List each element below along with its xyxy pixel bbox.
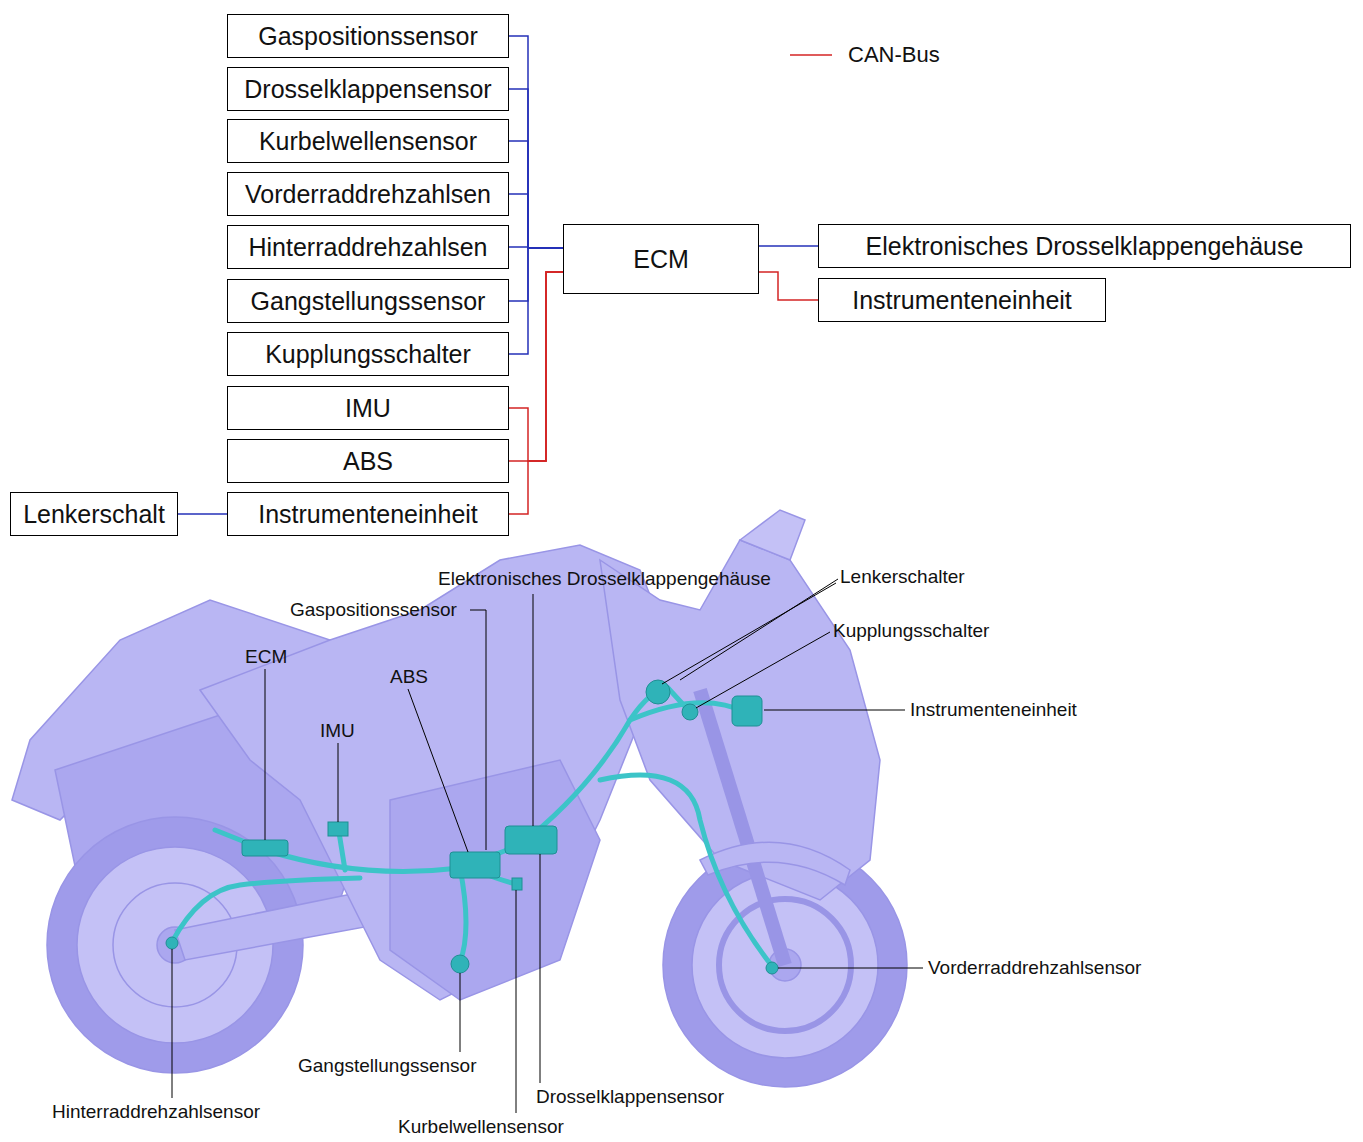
- leader-line: [516, 890, 517, 1113]
- component-box: Drosselklappensensor: [227, 67, 509, 111]
- component-box: ECM: [563, 224, 759, 294]
- part-label: Gangstellungssensor: [298, 1055, 477, 1077]
- rear-speed-sensor: [166, 937, 178, 949]
- box-label: Kupplungsschalter: [265, 339, 471, 369]
- leader-line: [172, 949, 173, 1098]
- box-label: Kurbelwellensensor: [259, 126, 477, 156]
- leader-line: [533, 594, 534, 826]
- imu-unit: [328, 822, 348, 836]
- signal-line: [509, 248, 563, 354]
- component-box: Instrumenteneinheit: [818, 278, 1106, 322]
- front-fender: [700, 842, 850, 885]
- part-label: Kurbelwellensensor: [398, 1116, 564, 1138]
- leader-line: [265, 669, 266, 840]
- box-label: Vorderraddrehzahlsen: [245, 179, 491, 209]
- harness-front-sensor: [600, 775, 772, 966]
- leader-lines: [172, 579, 923, 1113]
- part-label: Elektronisches Drosselklappengehäuse: [438, 568, 771, 590]
- signal-line: [509, 36, 563, 248]
- box-label: Elektronisches Drosselklappengehäuse: [866, 231, 1304, 261]
- part-label: Hinterraddrehzahlsensor: [52, 1101, 260, 1123]
- instrument-unit: [732, 696, 762, 726]
- part-label: IMU: [320, 720, 355, 742]
- leader-line: [764, 710, 905, 711]
- component-box: Hinterraddrehzahlsen: [227, 225, 509, 269]
- leader-line: [696, 632, 830, 708]
- leader-line: [338, 743, 339, 822]
- clutch-switch: [682, 704, 698, 720]
- signal-line: [178, 513, 227, 515]
- part-label: Kupplungsschalter: [833, 620, 989, 642]
- signal-line: [509, 89, 563, 248]
- leader-line: [408, 689, 468, 852]
- signal-line: [509, 194, 563, 248]
- leader-line: [680, 579, 838, 680]
- signal-line: [509, 141, 563, 248]
- box-label: Lenkerschalt: [23, 499, 165, 529]
- components: [166, 680, 778, 974]
- component-box: Gangstellungssensor: [227, 279, 509, 323]
- leader-line: [470, 610, 486, 850]
- signal-line: [509, 248, 563, 301]
- box-label: ABS: [343, 446, 393, 476]
- can-bus-line: [509, 272, 563, 514]
- signal-line: [759, 245, 818, 247]
- component-box: Kupplungsschalter: [227, 332, 509, 376]
- gear-sensor: [451, 955, 469, 973]
- crank-sensor: [512, 878, 522, 890]
- leader-line: [460, 973, 461, 1052]
- component-box: ABS: [227, 439, 509, 483]
- legend-line-sample: [790, 54, 832, 56]
- harness-gear: [460, 868, 466, 962]
- front-speed-sensor: [766, 962, 778, 974]
- box-label: ECM: [633, 244, 689, 274]
- legend-label: CAN-Bus: [848, 42, 940, 68]
- leader-line: [662, 583, 836, 684]
- leader-line: [540, 854, 541, 1083]
- part-label: Vorderraddrehzahlsensor: [928, 957, 1141, 979]
- box-label: Gangstellungssensor: [251, 286, 486, 316]
- handlebar-switch: [646, 680, 670, 704]
- harness-instrument: [630, 703, 745, 720]
- component-box: Elektronisches Drosselklappengehäuse: [818, 224, 1351, 268]
- front-fairing: [600, 540, 880, 900]
- component-box: Gaspositionssensor: [227, 14, 509, 58]
- box-label: IMU: [345, 393, 391, 423]
- box-label: Gaspositionssensor: [258, 21, 478, 51]
- throttle-body: [505, 826, 557, 854]
- ecm-unit: [242, 840, 288, 856]
- component-box: Instrumenteneinheit: [227, 492, 509, 536]
- can-bus-line: [759, 272, 818, 300]
- leader-line: [778, 968, 923, 969]
- part-label: Gaspositionssensor: [290, 599, 457, 621]
- box-label: Drosselklappensensor: [244, 74, 491, 104]
- motorcycle-body: [12, 510, 907, 1087]
- harness-rear-sensor: [172, 878, 360, 942]
- part-label: ABS: [390, 666, 428, 688]
- wiring-harness: [172, 688, 772, 966]
- part-label: Lenkerschalter: [840, 566, 965, 588]
- engine: [390, 760, 600, 1000]
- component-box: IMU: [227, 386, 509, 430]
- can-bus-line: [509, 272, 563, 461]
- windscreen: [740, 510, 805, 560]
- can-bus-line: [509, 272, 563, 461]
- part-label: Drosselklappensensor: [536, 1086, 724, 1108]
- box-label: Instrumenteneinheit: [258, 499, 478, 529]
- part-label: Instrumenteneinheit: [910, 699, 1077, 721]
- abs-unit: [450, 852, 500, 878]
- component-box: Vorderraddrehzahlsen: [227, 172, 509, 216]
- box-label: Instrumenteneinheit: [852, 285, 1072, 315]
- component-box: Lenkerschalt: [10, 492, 178, 536]
- box-label: Hinterraddrehzahlsen: [248, 232, 487, 262]
- part-label: ECM: [245, 646, 287, 668]
- component-box: Kurbelwellensensor: [227, 119, 509, 163]
